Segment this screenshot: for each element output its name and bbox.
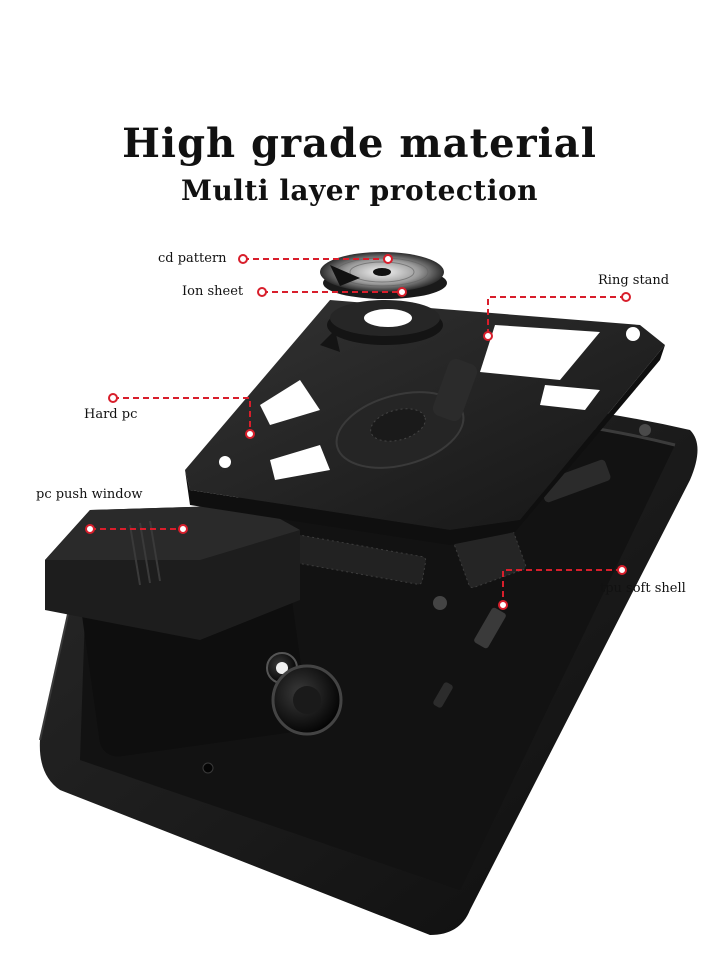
hard-pc-plate [185, 300, 665, 545]
ring-stand [320, 300, 443, 352]
cd-pattern-disc [320, 252, 444, 292]
hard-pc-leader [113, 397, 251, 434]
callout-cd-pattern: cd pattern [158, 251, 227, 266]
callout-ion-sheet: Ion sheet [182, 284, 244, 299]
callout-ring-stand: Ring stand [598, 273, 670, 288]
callout-pc-push-window: pc push window [36, 487, 143, 502]
subheadline: Multi layer protection [180, 174, 539, 207]
pc-push-window [45, 505, 300, 640]
tpu-soft-shell-leader [502, 569, 622, 605]
callout-hard-pc: Hard pc [84, 407, 138, 422]
headline: High grade material [122, 120, 597, 167]
callout-tpu-soft-shell: tpu soft shell [600, 581, 686, 596]
leader-lines [90, 258, 626, 605]
ring-stand-leader [487, 296, 626, 336]
leader-dots [85, 254, 631, 610]
